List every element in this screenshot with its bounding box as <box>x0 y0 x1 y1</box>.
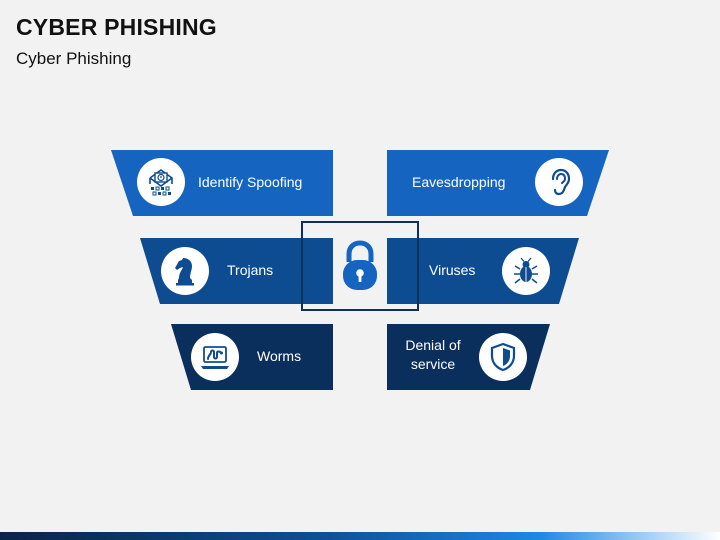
spoofing-envelope-icon <box>137 158 185 206</box>
item-label-line1: Denial of <box>405 337 461 353</box>
item-label: Trojans <box>227 262 274 278</box>
item-trojans: Trojans <box>140 238 333 304</box>
item-viruses: Viruses <box>387 238 579 304</box>
ear-icon <box>535 158 583 206</box>
item-label: Identify Spoofing <box>198 174 303 190</box>
bottom-gradient-bar <box>0 532 720 540</box>
item-denial-of-service: Denial of service <box>387 324 550 390</box>
slide-title: CYBER PHISHING <box>16 14 217 40</box>
center-frame <box>301 221 419 311</box>
bug-icon <box>502 247 550 295</box>
item-label: Viruses <box>429 262 476 278</box>
worm-laptop-icon <box>191 333 239 381</box>
item-label-line2: service <box>410 356 456 372</box>
item-identify-spoofing: Identify Spoofing <box>111 150 333 216</box>
item-eavesdropping: Eavesdropping <box>387 150 609 216</box>
slide-subtitle: Cyber Phishing <box>16 49 132 68</box>
item-label: Denial of service <box>403 336 463 374</box>
chess-knight-icon <box>161 247 209 295</box>
padlock-icon <box>343 240 377 290</box>
item-label: Eavesdropping <box>412 174 506 190</box>
item-label: Worms <box>257 348 302 364</box>
item-worms: Worms <box>171 324 333 390</box>
shield-icon <box>479 333 527 381</box>
